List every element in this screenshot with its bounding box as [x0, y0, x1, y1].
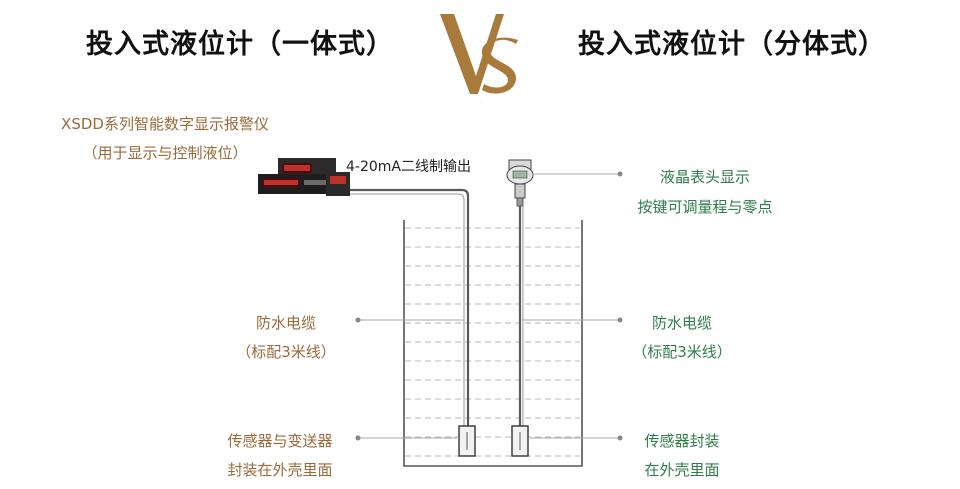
tank-outline: [403, 220, 583, 467]
display-label-1: 液晶表头显示: [659, 168, 750, 186]
display-label-2: 按键可调量程与零点: [637, 198, 773, 216]
right-title: 投入式液位计（分体式）: [578, 29, 886, 60]
display-instruments: [258, 158, 350, 196]
left-sensor-label-1: 传感器与变送器: [227, 432, 333, 450]
vs-logo-icon: VS: [440, 14, 518, 104]
left-cable-inner: [350, 193, 465, 428]
left-cable-label-1: 防水电缆: [255, 314, 316, 332]
left-sensor-label-2: 封装在外壳里面: [227, 461, 333, 479]
left-cable-label-2: （标配3米线）: [236, 343, 336, 361]
leader-dots: [355, 171, 623, 441]
leader-lines: [360, 173, 618, 439]
right-cable-label-2: （标配3米线）: [632, 343, 732, 361]
right-sensor-label-2: 在外壳里面: [644, 461, 720, 479]
left-cable: [350, 188, 470, 428]
left-title: 投入式液位计（一体式）: [86, 29, 394, 60]
instrument-label-2: （用于显示与控制液位）: [82, 144, 248, 162]
output-label: 4-20mA二线制输出: [346, 159, 471, 175]
tank-water-lines: [405, 227, 580, 457]
instrument-label-1: XSDD系列智能数字显示报警仪: [61, 115, 269, 133]
right-cable-label-1: 防水电缆: [651, 314, 712, 332]
right-sensor-label-1: 传感器封装: [644, 432, 720, 450]
vs-logo-text: VS: [480, 102, 482, 104]
lcd-transmitter-head: [506, 159, 534, 207]
